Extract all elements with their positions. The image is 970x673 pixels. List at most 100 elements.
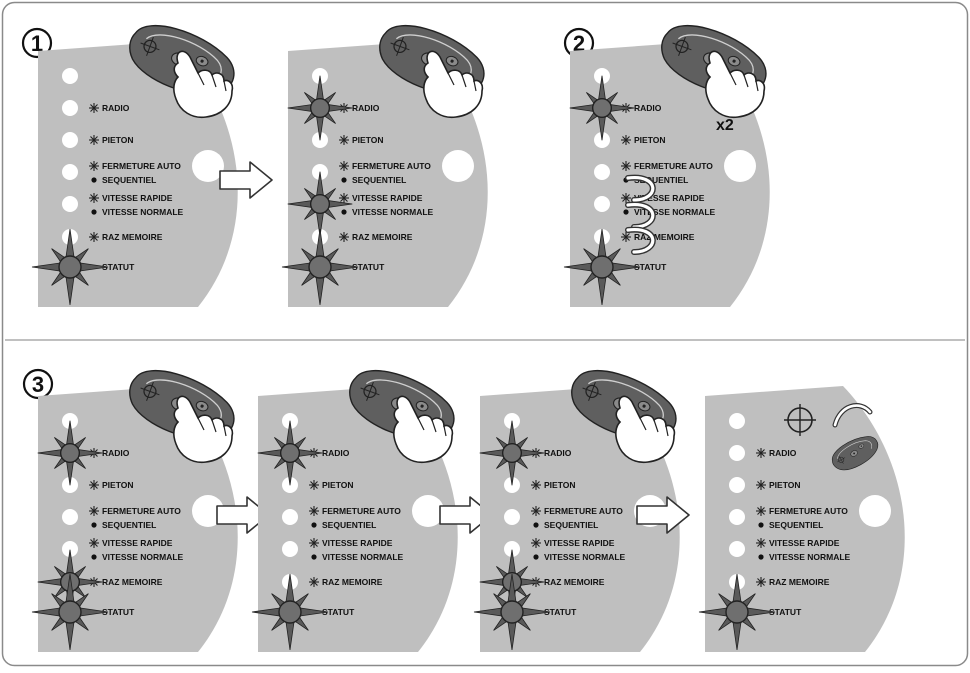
sparkle-ray (310, 578, 318, 586)
label-fermeture-auto: FERMETURE AUTO (322, 506, 401, 516)
led-icon (62, 68, 78, 84)
bullet-dot (758, 554, 764, 560)
sparkle-icon (309, 577, 319, 587)
label-radio: RADIO (102, 103, 130, 113)
curved-arrow-fill (626, 176, 655, 202)
sparkle-icon (756, 480, 766, 490)
sparkle-icon (339, 135, 349, 145)
sparkle-ray (90, 104, 98, 112)
label-pieton: PIETON (544, 480, 576, 490)
bullet-dot (623, 209, 629, 215)
label-vitesse-rapide: VITESSE RAPIDE (102, 193, 173, 203)
led-icon (62, 509, 78, 525)
curved-arrow-fill (833, 404, 872, 427)
sparkle-icon (89, 135, 99, 145)
sparkle-icon (756, 538, 766, 548)
bullet-dot (311, 554, 317, 560)
label-radio: RADIO (634, 103, 662, 113)
sparkle-icon (339, 193, 349, 203)
label-radio: RADIO (352, 103, 380, 113)
sparkle-ray (532, 507, 540, 515)
led-lit-icon (58, 600, 82, 624)
panel-hole (412, 495, 444, 527)
led-icon (62, 100, 78, 116)
sparkle-icon (531, 538, 541, 548)
label-vitesse-rapide: VITESSE RAPIDE (352, 193, 423, 203)
label-raz-memoire: RAZ MEMOIRE (352, 232, 413, 242)
label-sequentiel: SEQUENTIEL (352, 175, 406, 185)
sparkle-ray (90, 507, 98, 515)
led-lit-icon (591, 97, 613, 119)
label-fermeture-auto: FERMETURE AUTO (634, 161, 713, 171)
label-vitesse-normale: VITESSE NORMALE (102, 207, 184, 217)
sparkle-ray (90, 194, 98, 202)
label-statut: STATUT (544, 607, 577, 617)
label-raz-memoire: RAZ MEMOIRE (544, 577, 605, 587)
antenna-icon (784, 404, 816, 436)
led-icon (729, 541, 745, 557)
press-count-label: x2 (716, 117, 734, 134)
panel-hole (724, 150, 756, 182)
sparkle-ray (532, 481, 540, 489)
label-radio: RADIO (544, 448, 572, 458)
step-number: 3 (32, 372, 44, 397)
sparkle-icon (621, 161, 631, 171)
label-vitesse-rapide: VITESSE RAPIDE (544, 538, 615, 548)
sparkle-icon (621, 232, 631, 242)
sparkle-icon (89, 480, 99, 490)
label-radio: RADIO (102, 448, 130, 458)
step-number: 1 (31, 31, 43, 56)
label-pieton: PIETON (102, 480, 134, 490)
sparkle-ray (757, 578, 765, 586)
sparkle-ray (90, 162, 98, 170)
label-raz-memoire: RAZ MEMOIRE (769, 577, 830, 587)
sparkle-ray (90, 136, 98, 144)
label-statut: STATUT (102, 262, 135, 272)
bullet-dot (341, 209, 347, 215)
panel-hole (859, 495, 891, 527)
led-lit-icon (590, 255, 614, 279)
sparkle-ray (90, 539, 98, 547)
label-vitesse-rapide: VITESSE RAPIDE (769, 538, 840, 548)
label-statut: STATUT (352, 262, 385, 272)
sparkle-icon (309, 506, 319, 516)
step-number-icon: 1 (21, 27, 53, 59)
sparkle-ray (622, 194, 630, 202)
bullet-dot (311, 522, 317, 528)
curved-arrow-fill (626, 228, 655, 254)
label-radio: RADIO (322, 448, 350, 458)
led-icon (729, 509, 745, 525)
sparkle-icon (89, 232, 99, 242)
sparkle-icon (756, 577, 766, 587)
led-icon (729, 413, 745, 429)
sparkle-ray (340, 194, 348, 202)
sparkle-ray (310, 507, 318, 515)
led-icon (594, 196, 610, 212)
led-icon (729, 445, 745, 461)
led-lit-icon (725, 600, 749, 624)
sparkle-icon (621, 193, 631, 203)
label-raz-memoire: RAZ MEMOIRE (634, 232, 695, 242)
curved-arrow-fill (626, 203, 655, 229)
label-raz-memoire: RAZ MEMOIRE (102, 232, 163, 242)
led-lit-icon (500, 600, 524, 624)
led-icon (282, 541, 298, 557)
panel-hole (192, 150, 224, 182)
led-lit-icon (309, 193, 331, 215)
label-sequentiel: SEQUENTIEL (102, 520, 156, 530)
label-fermeture-auto: FERMETURE AUTO (102, 506, 181, 516)
label-vitesse-normale: VITESSE NORMALE (352, 207, 434, 217)
label-fermeture-auto: FERMETURE AUTO (102, 161, 181, 171)
label-raz-memoire: RAZ MEMOIRE (322, 577, 383, 587)
led-icon (282, 509, 298, 525)
sparkle-icon (339, 161, 349, 171)
sparkle-ray (757, 539, 765, 547)
label-fermeture-auto: FERMETURE AUTO (544, 506, 623, 516)
step-circle (21, 27, 53, 59)
sparkle-ray (90, 481, 98, 489)
label-sequentiel: SEQUENTIEL (102, 175, 156, 185)
